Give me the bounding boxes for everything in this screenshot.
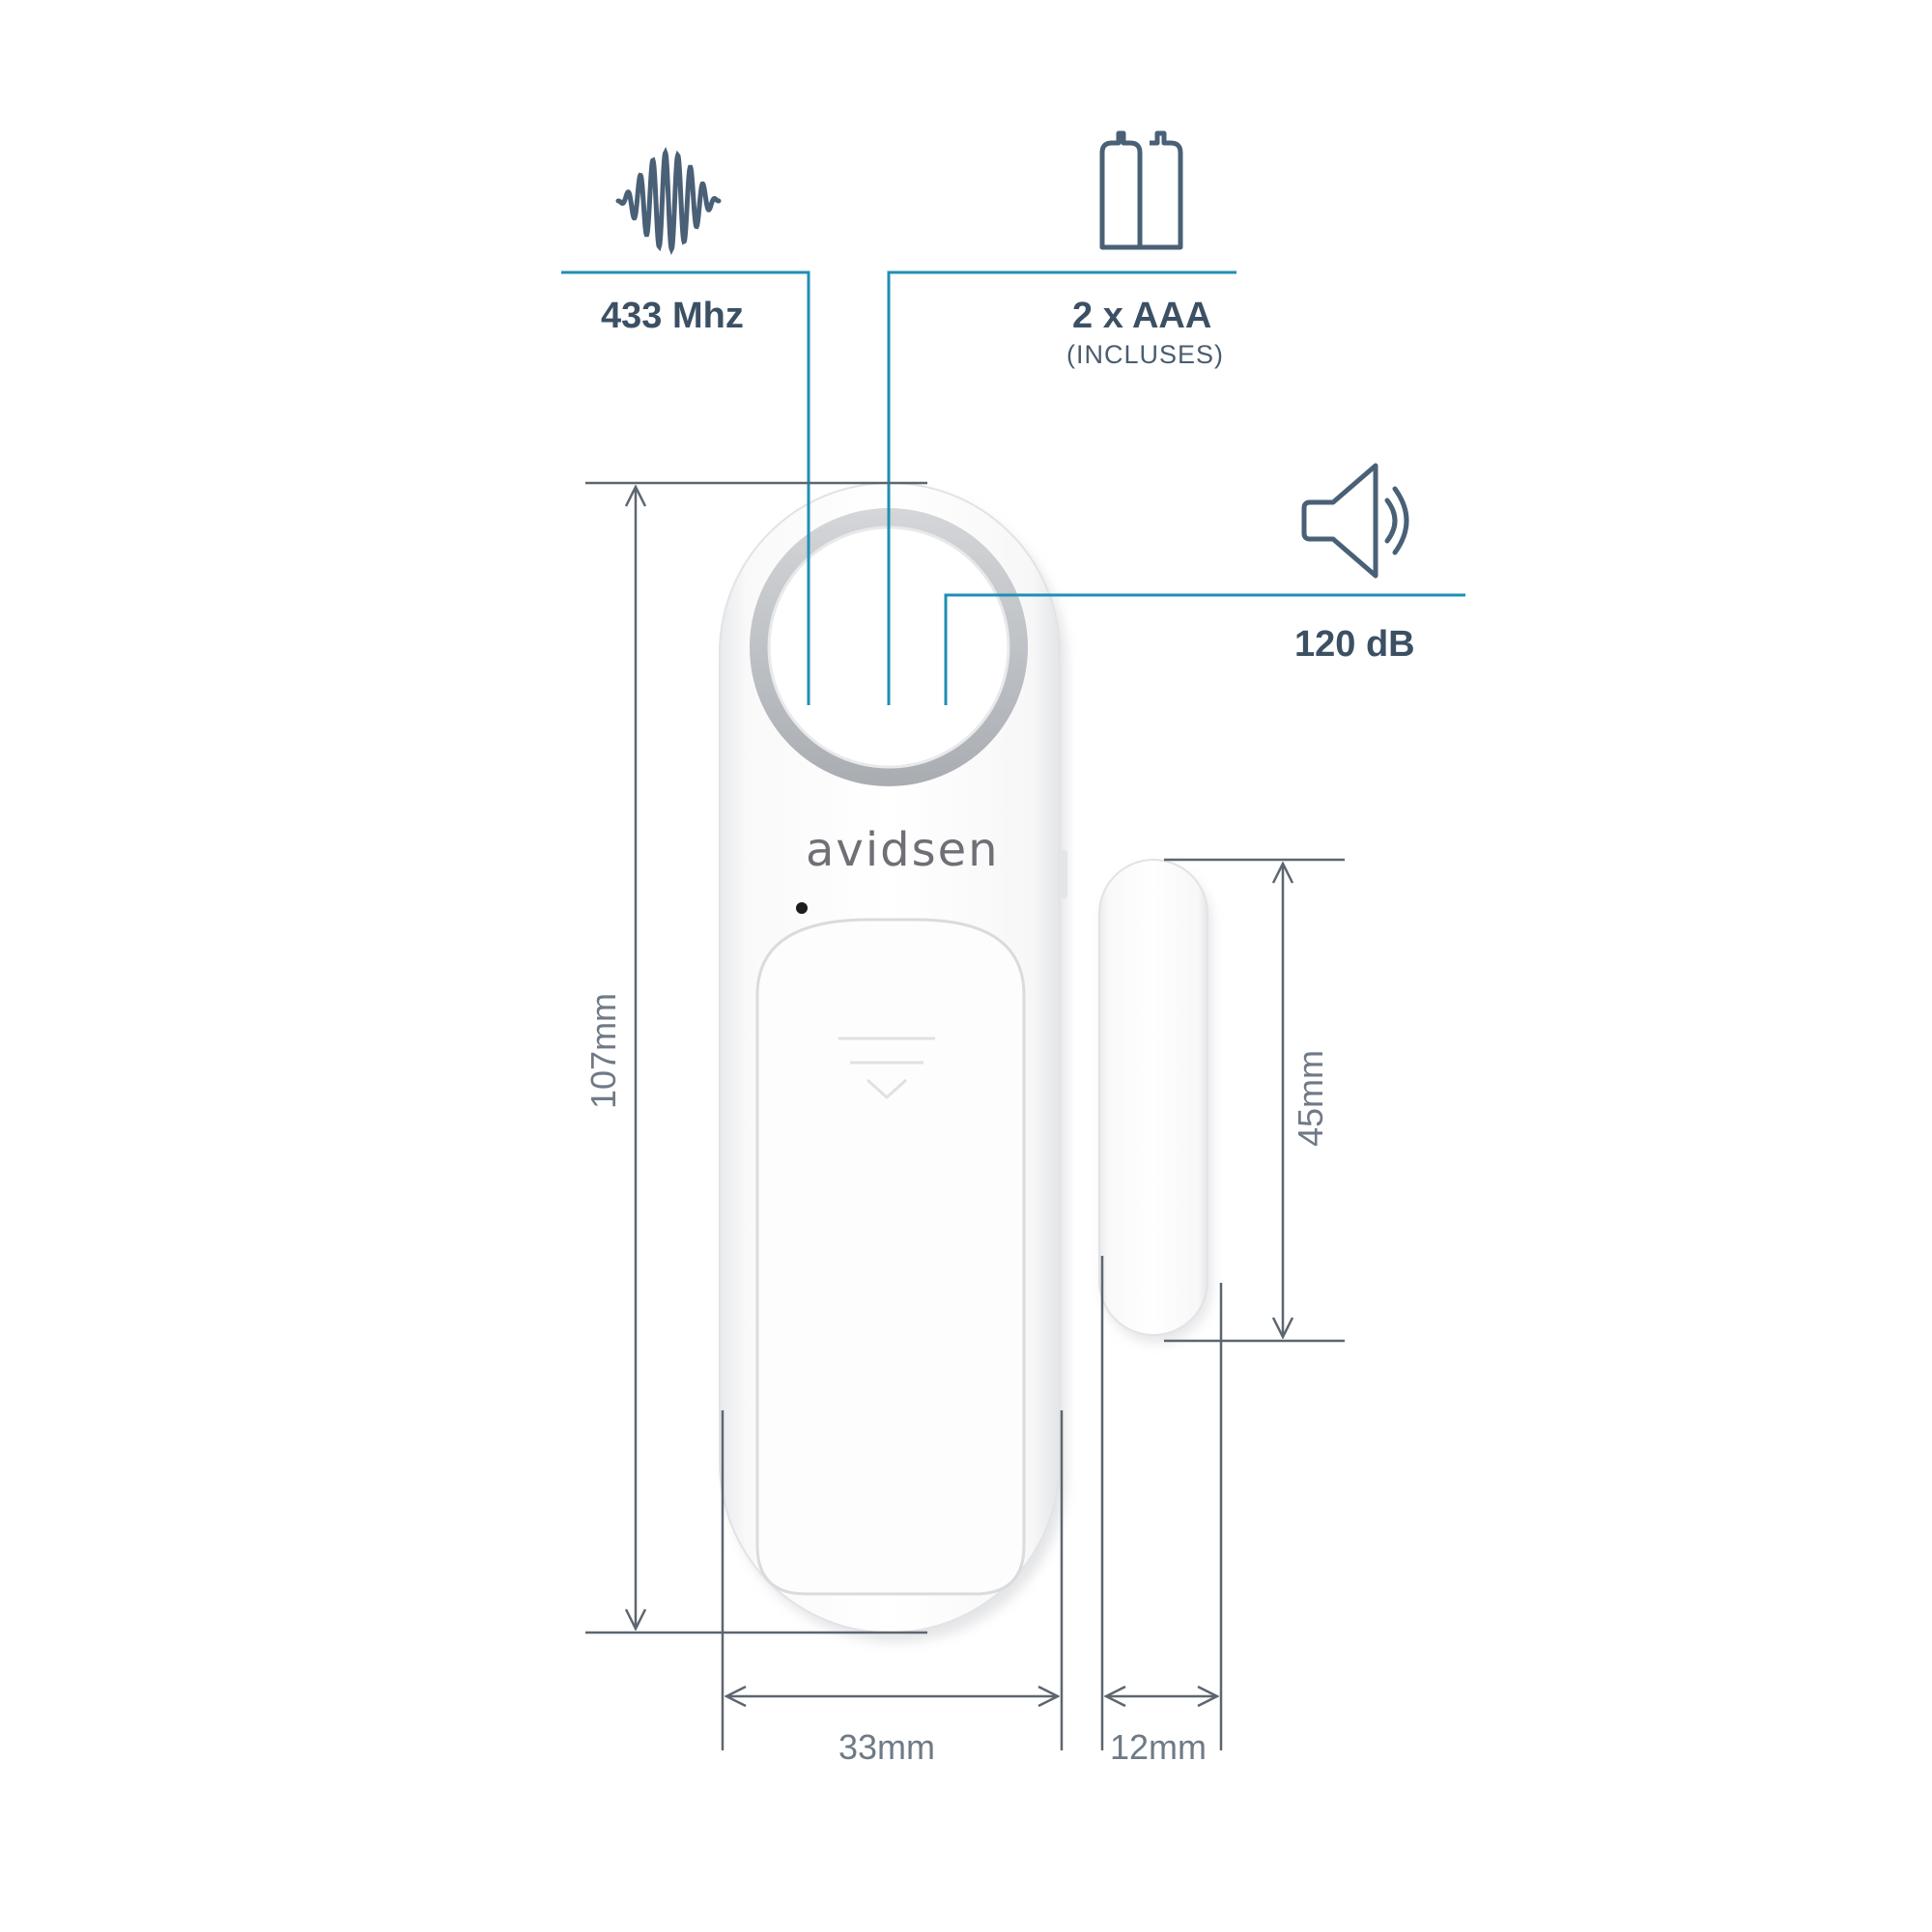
volume-label: 120 dB — [1294, 624, 1415, 665]
magnet-height-label: 45mm — [1291, 1049, 1330, 1148]
magnet-unit — [1098, 859, 1211, 1343]
main-width-label: 33mm — [838, 1727, 936, 1767]
frequency-callout-line — [561, 270, 810, 705]
callout-lines — [561, 270, 1465, 705]
side-switch — [1060, 850, 1067, 898]
battery-label: 2 x AAA — [1072, 296, 1212, 336]
battery-sublabel: (INCLUSES) — [1066, 340, 1225, 369]
brand-logo-text: avidsen — [806, 823, 1000, 877]
battery-callout-line — [887, 270, 1236, 705]
battery-cover — [755, 918, 1026, 1596]
magnet-width-label: 12mm — [1110, 1727, 1208, 1767]
main-height-label: 107mm — [583, 992, 623, 1109]
dimension-lines — [585, 481, 1345, 1750]
frequency-label: 433 Mhz — [601, 296, 744, 336]
battery-icon — [1099, 130, 1183, 250]
siren-unit — [719, 482, 1067, 1642]
sound-wave-icon — [615, 146, 722, 256]
speaker-icon — [1301, 463, 1409, 579]
status-led — [796, 902, 808, 914]
volume-callout-line — [944, 593, 1465, 705]
